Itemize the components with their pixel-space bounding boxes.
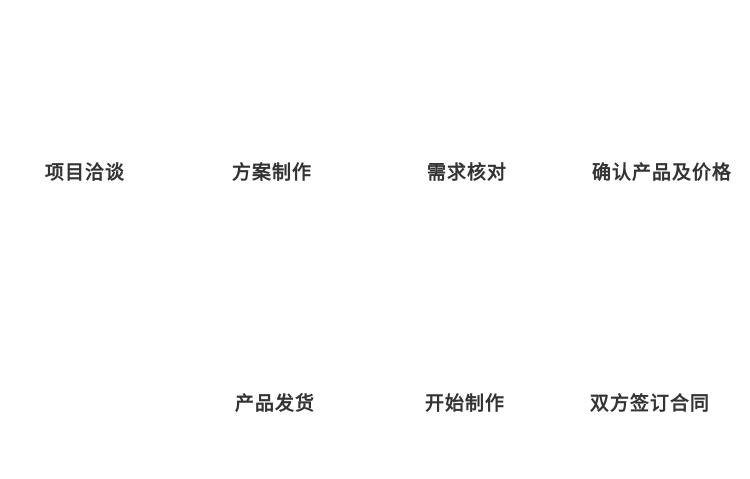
flow-step-requirement-check: 需求核对 (426, 162, 508, 184)
flow-step-plan-making: 方案制作 (231, 162, 313, 184)
flow-step-sign-contract: 双方签订合同 (589, 393, 711, 415)
flow-step-product-shipping: 产品发货 (234, 393, 316, 415)
flow-step-confirm-product-price: 确认产品及价格 (591, 162, 733, 184)
flow-step-project-talk: 项目洽谈 (44, 162, 126, 184)
flow-step-start-production: 开始制作 (424, 393, 506, 415)
